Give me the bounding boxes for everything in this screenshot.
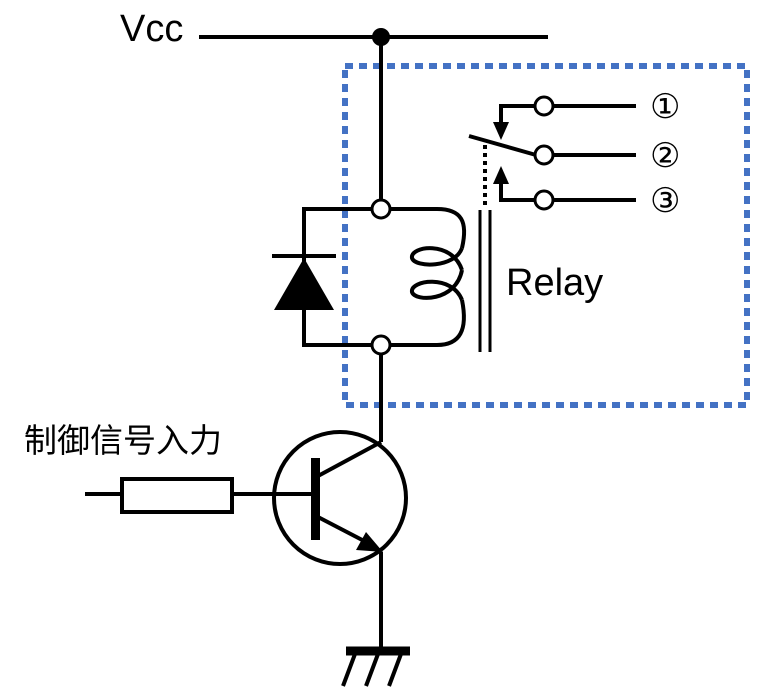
switch-terminal-2 (533, 144, 555, 166)
coil-terminal-bottom (370, 334, 392, 356)
contact-arrow-up (493, 166, 509, 184)
ground-icon (341, 646, 410, 687)
switch-contact-icon (468, 104, 537, 202)
output-leads (553, 104, 636, 202)
control-input-label: 制御信号入力 (24, 421, 222, 460)
switch-terminal-1 (533, 95, 555, 117)
vcc-label: Vcc (120, 8, 183, 50)
terminal-3-label: ③ (650, 181, 680, 221)
diode-icon (272, 254, 336, 310)
terminal-1-label: ① (650, 87, 680, 127)
resistor-icon (120, 477, 234, 514)
switch-terminal-3 (533, 189, 555, 211)
relay-core (478, 210, 492, 352)
relay-boundary (342, 63, 750, 408)
relay-coil-icon (390, 207, 467, 347)
transistor-icon (272, 430, 408, 566)
relay-label: Relay (506, 262, 603, 304)
contact-arrow-down (493, 122, 509, 140)
coil-terminal-top (370, 198, 392, 220)
terminal-2-label: ② (650, 136, 680, 176)
